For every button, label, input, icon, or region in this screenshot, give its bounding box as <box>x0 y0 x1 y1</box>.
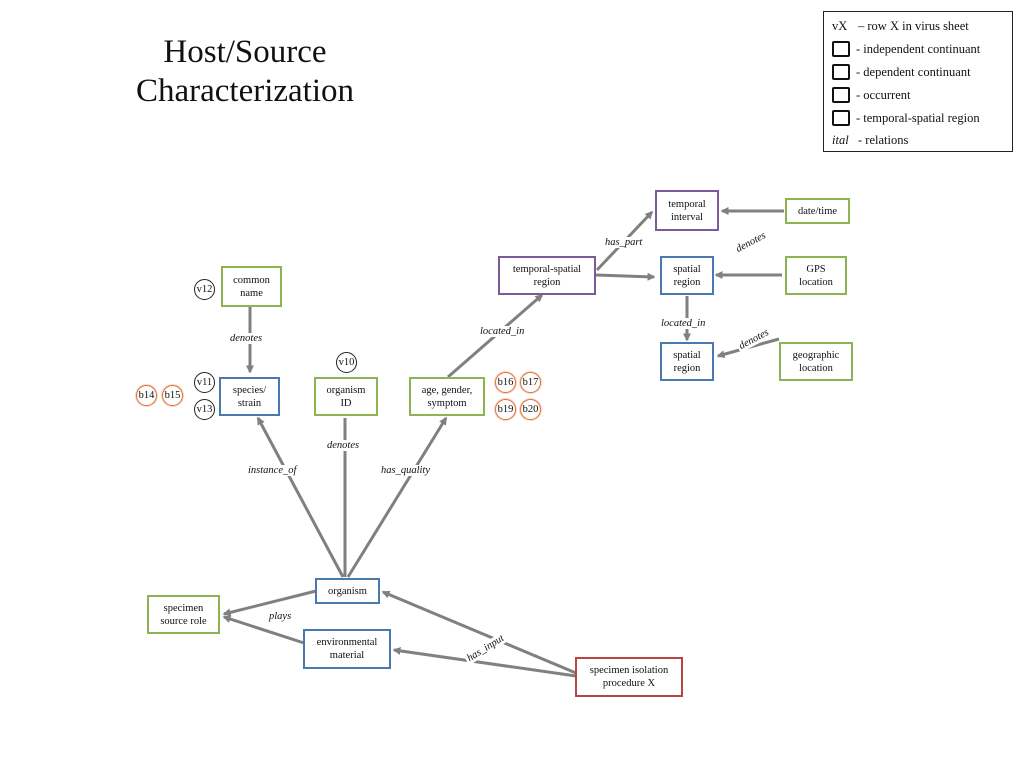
legend-dependent-swatch <box>832 64 850 80</box>
badge-b19: b19 <box>495 399 516 420</box>
badge-v11: v11 <box>194 372 215 393</box>
node-spatial-region-1: spatial region <box>660 256 714 295</box>
legend-tsr-swatch <box>832 110 850 126</box>
edge-organism-to-role <box>222 589 317 617</box>
edge-tsr-to-spatial <box>595 272 656 281</box>
badge-v12: v12 <box>194 279 215 300</box>
relation-has-part: has_part <box>603 237 645 248</box>
legend-dependent: - dependent continuant <box>832 62 971 82</box>
relation-located-in-1: located_in <box>478 326 527 337</box>
edge-envmat-to-role <box>222 615 305 645</box>
legend-relations-text: - relations <box>858 132 909 147</box>
edge-procedure-to-organism <box>381 590 577 675</box>
legend-occurrent-swatch <box>832 87 850 103</box>
legend-tsr: - temporal-spatial region <box>832 108 980 128</box>
title-line-2: Characterization <box>135 73 355 109</box>
legend-independent-text: - independent continuant <box>856 41 981 56</box>
legend-independent: - independent continuant <box>832 39 980 59</box>
node-organism: organism <box>315 578 380 604</box>
node-organism-id: organism ID <box>314 377 378 416</box>
node-environmental-material: environmental material <box>303 629 391 669</box>
title-line-1: Host/Source <box>163 34 327 70</box>
node-temporal-interval: temporal interval <box>655 190 719 231</box>
edge-organism-to-age <box>346 416 448 578</box>
relation-located-in-2: located_in <box>659 318 708 329</box>
node-species-strain: species/ strain <box>219 377 280 416</box>
legend-independent-swatch <box>832 41 850 57</box>
badge-b20: b20 <box>520 399 541 420</box>
legend-occurrent-text: - occurrent <box>856 87 911 102</box>
relation-instance-of: instance_of <box>246 465 299 476</box>
edge-procedure-to-envmat <box>392 646 577 678</box>
legend-occurrent: - occurrent <box>832 85 910 105</box>
relation-has-quality: has_quality <box>379 465 432 476</box>
edge-organism-to-species <box>256 416 345 578</box>
node-temporal-spatial-region: temporal-spatial region <box>498 256 596 295</box>
badge-b14: b14 <box>136 385 157 406</box>
legend-relations: ital - relations <box>832 130 908 150</box>
legend-tsr-text: - temporal-spatial region <box>856 110 980 125</box>
relation-denotes-orgid: denotes <box>325 440 362 451</box>
node-spatial-region-2: spatial region <box>660 342 714 381</box>
node-common-name: common name <box>221 266 282 307</box>
badge-v13: v13 <box>194 399 215 420</box>
legend-row-key-symbol: vX <box>832 18 848 33</box>
relation-plays: plays <box>267 611 294 622</box>
node-geographic-location: geographic location <box>779 342 853 381</box>
legend: vX – row X in virus sheet - independent … <box>823 11 1013 152</box>
node-date-time: date/time <box>785 198 850 224</box>
badge-b16: b16 <box>495 372 516 393</box>
node-age-gender-symptom: age, gender, symptom <box>409 377 485 416</box>
legend-row-key: vX – row X in virus sheet <box>832 16 969 36</box>
node-specimen-isolation-procedure: specimen isolation procedure X <box>575 657 683 697</box>
node-specimen-source-role: specimen source role <box>147 595 220 634</box>
node-gps-location: GPS location <box>785 256 847 295</box>
legend-dependent-text: - dependent continuant <box>856 64 971 79</box>
relation-denotes-common: denotes <box>228 333 265 344</box>
badge-b15: b15 <box>162 385 183 406</box>
page-title: Host/Source Characterization <box>100 33 390 111</box>
legend-row-key-text: – row X in virus sheet <box>858 18 969 33</box>
badge-v10: v10 <box>336 352 357 373</box>
badge-b17: b17 <box>520 372 541 393</box>
legend-ital-symbol: ital <box>832 132 849 147</box>
